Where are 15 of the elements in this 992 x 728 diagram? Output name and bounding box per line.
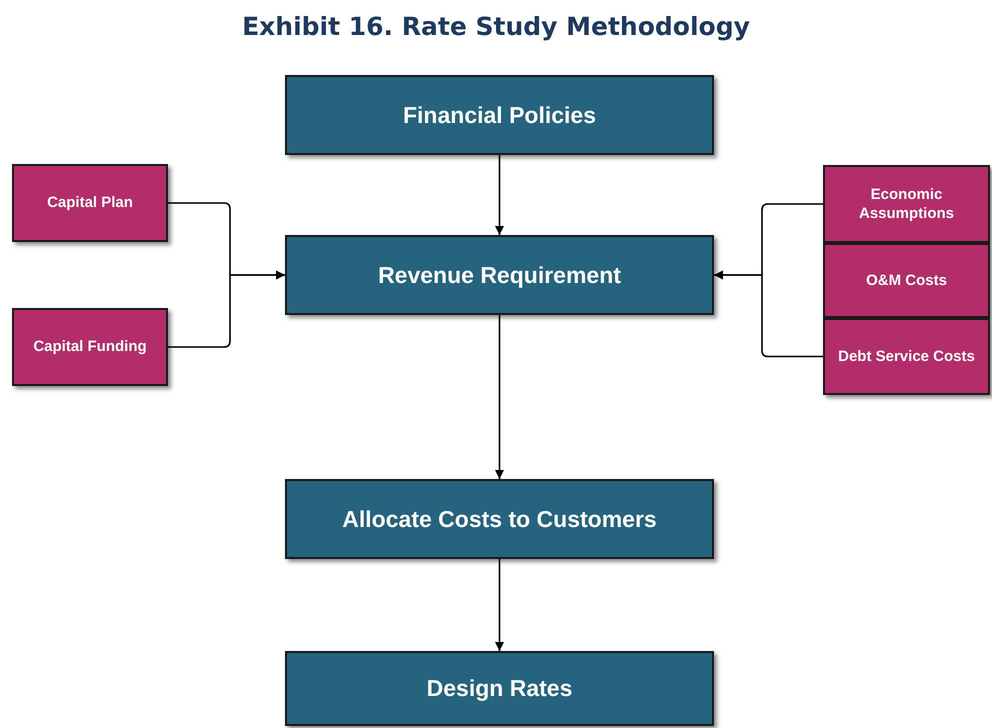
process-box: Design Rates (285, 651, 714, 726)
arrow (495, 155, 504, 235)
process-box: Revenue Requirement (285, 235, 714, 315)
arrow (168, 270, 285, 348)
title: Exhibit 16. Rate Study Methodology (242, 11, 750, 43)
process-box: Financial Policies (285, 75, 714, 155)
input-box: Capital Plan (12, 164, 168, 242)
arrow (495, 559, 504, 651)
arrow (714, 270, 823, 358)
input-box: Economic Assumptions (823, 165, 990, 243)
input-box: O&M Costs (823, 243, 990, 318)
arrow (495, 315, 504, 479)
process-box: Allocate Costs to Customers (285, 479, 714, 559)
input-box: Capital Funding (12, 308, 168, 386)
input-box: Debt Service Costs (823, 318, 990, 395)
